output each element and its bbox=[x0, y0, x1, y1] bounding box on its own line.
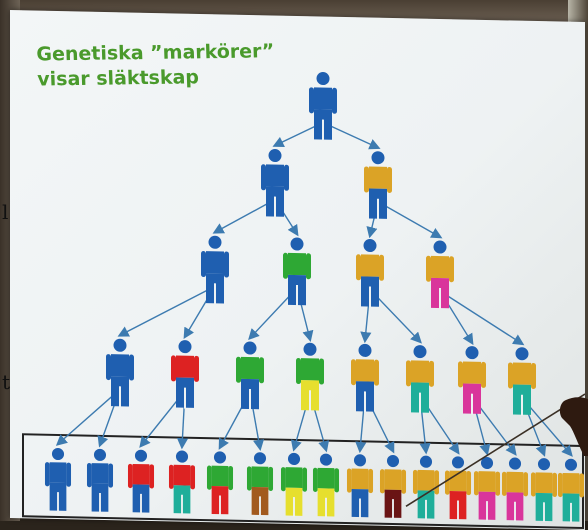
person-figure bbox=[530, 458, 558, 522]
generation-row-4 bbox=[106, 338, 536, 416]
person-figure bbox=[426, 240, 454, 310]
person-head bbox=[268, 149, 282, 163]
person-head bbox=[363, 239, 377, 253]
person-figure bbox=[379, 454, 407, 519]
inheritance-arrow bbox=[439, 290, 525, 346]
person-head bbox=[208, 235, 222, 249]
person-head bbox=[433, 240, 447, 254]
edge-letter-left-2: t bbox=[2, 370, 11, 394]
person-head bbox=[290, 237, 304, 251]
pointer-stick bbox=[405, 393, 585, 507]
person-figure bbox=[346, 454, 374, 519]
person-head bbox=[358, 343, 372, 357]
person-figure bbox=[557, 458, 585, 523]
person-head bbox=[51, 447, 65, 461]
person-figure bbox=[364, 151, 392, 220]
person-head bbox=[564, 458, 578, 471]
person-head bbox=[175, 450, 189, 463]
person-head bbox=[134, 449, 148, 462]
person-figure bbox=[312, 453, 340, 518]
person-figure bbox=[356, 239, 384, 308]
person-head bbox=[353, 454, 367, 467]
person-head bbox=[465, 346, 479, 360]
person-figure bbox=[412, 455, 440, 520]
person-figure bbox=[444, 456, 472, 521]
projection-screen: Genetiska ”markörer” visar släktskap bbox=[10, 10, 585, 530]
person-head bbox=[178, 340, 192, 354]
generation-row-2 bbox=[261, 149, 392, 220]
person-head bbox=[419, 455, 433, 468]
person-figure bbox=[236, 341, 264, 411]
person-head bbox=[537, 458, 551, 471]
person-head bbox=[213, 451, 227, 464]
person-head bbox=[253, 452, 267, 465]
inheritance-arrow bbox=[55, 388, 121, 446]
inheritance-arrow bbox=[117, 285, 216, 337]
person-figure bbox=[201, 235, 229, 305]
person-figure bbox=[86, 448, 114, 513]
inheritance-arrow bbox=[212, 198, 276, 234]
generation-row-3 bbox=[201, 235, 454, 310]
inheritance-arrow bbox=[322, 121, 381, 150]
person-head bbox=[113, 338, 127, 352]
person-figure bbox=[501, 457, 529, 522]
generation-row-1 bbox=[309, 72, 337, 141]
person-figure bbox=[406, 345, 434, 414]
person-figure bbox=[171, 340, 199, 409]
person-figure bbox=[127, 449, 155, 514]
generation-row-5 bbox=[44, 447, 585, 523]
person-figure bbox=[458, 346, 486, 415]
person-head bbox=[316, 72, 330, 86]
person-figure bbox=[168, 450, 196, 515]
person-head bbox=[508, 457, 522, 470]
family-tree-diagram bbox=[22, 72, 585, 530]
person-figure bbox=[283, 237, 311, 307]
person-head bbox=[93, 448, 107, 461]
person-figure bbox=[309, 72, 337, 141]
person-head bbox=[243, 341, 257, 355]
person-figure bbox=[473, 456, 501, 521]
inheritance-arrow bbox=[377, 201, 443, 239]
person-figure bbox=[296, 342, 324, 412]
person-figure bbox=[261, 149, 289, 218]
person-head bbox=[413, 345, 427, 359]
person-head bbox=[287, 452, 301, 465]
person-figure bbox=[106, 338, 134, 408]
person-head bbox=[303, 342, 317, 356]
person-head bbox=[480, 456, 494, 470]
person-head bbox=[386, 454, 400, 468]
person-head bbox=[371, 151, 385, 165]
person-figure bbox=[206, 451, 234, 516]
edge-letter-left-1: l bbox=[2, 200, 9, 224]
person-figure bbox=[508, 347, 536, 416]
person-figure bbox=[246, 452, 274, 516]
person-figure bbox=[44, 447, 72, 512]
person-head bbox=[319, 453, 333, 466]
person-head bbox=[515, 347, 529, 361]
person-head bbox=[451, 456, 465, 469]
person-figure bbox=[351, 343, 379, 413]
person-figure bbox=[280, 452, 308, 517]
hand-with-pointer bbox=[559, 397, 588, 456]
